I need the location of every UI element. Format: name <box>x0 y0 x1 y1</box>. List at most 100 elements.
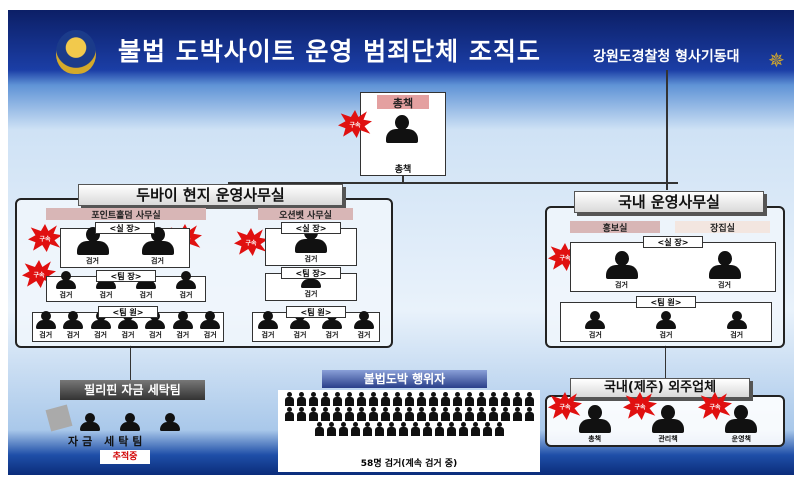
tracking-status: 추적중 <box>100 450 150 464</box>
gambler-person-icon <box>440 392 450 406</box>
person-icon <box>175 271 197 289</box>
office2-name: 오션벳 사무실 <box>258 208 353 221</box>
gambler-person-icon <box>500 407 510 421</box>
gambler-person-icon <box>350 422 360 436</box>
domestic-title: 국내 운영사무실 <box>574 191 764 213</box>
person: 검거 <box>605 251 639 290</box>
gambler-person-icon <box>512 392 522 406</box>
gambler-person-icon <box>344 407 354 421</box>
person-icon <box>199 311 221 329</box>
person-status: 검거 <box>304 255 318 263</box>
person-icon <box>257 311 279 329</box>
person-status: 검거 <box>588 331 602 339</box>
page-title: 불법 도박사이트 운영 범죄단체 조직도 <box>118 37 541 66</box>
person-icon <box>605 251 639 279</box>
boss-person <box>385 115 419 143</box>
person <box>119 413 141 431</box>
gambler-person-icon <box>374 422 384 436</box>
gambler-person-icon <box>524 407 534 421</box>
gamblers-title: 불법도박 행위자 <box>322 370 487 388</box>
gambler-person-icon <box>524 392 534 406</box>
gambler-person-icon <box>428 407 438 421</box>
person-icon <box>584 311 606 329</box>
gambler-person-icon <box>362 422 372 436</box>
person-status: 검거 <box>151 257 164 265</box>
person: 검거 <box>726 311 748 340</box>
person-status: 검거 <box>325 331 339 339</box>
person-status: 검거 <box>94 331 107 339</box>
agency-name: 강원도경찰청 형사기동대 <box>593 49 740 65</box>
gambler-person-icon <box>320 392 330 406</box>
gamblers-crowd <box>282 392 536 436</box>
gambler-person-icon <box>428 392 438 406</box>
person: 검거 <box>172 311 194 340</box>
person-status: 검거 <box>86 257 99 265</box>
org-chart-slide: 불법 도박사이트 운영 범죄단체 조직도 강원도경찰청 형사기동대 ✵ 총책 총… <box>8 10 794 475</box>
police-badge-icon <box>56 30 96 74</box>
gambler-person-icon <box>338 422 348 436</box>
person-status: 검거 <box>121 331 135 339</box>
person: 검거 <box>353 311 375 340</box>
person-status: 검거 <box>66 331 80 339</box>
gambler-person-icon <box>470 422 480 436</box>
gambler-person-icon <box>296 392 306 406</box>
person-status: 검거 <box>148 331 162 339</box>
gambler-person-icon <box>308 392 318 406</box>
gambler-person-icon <box>380 392 390 406</box>
connector <box>130 345 131 390</box>
person-status: 검거 <box>304 290 318 298</box>
person-icon <box>35 311 57 329</box>
person <box>79 413 101 431</box>
gambler-person-icon <box>356 407 366 421</box>
rank-members: 검거 <box>265 225 357 264</box>
gambler-person-icon <box>368 407 378 421</box>
gambler-person-icon <box>464 392 474 406</box>
gambler-person-icon <box>446 422 456 436</box>
gambler-person-icon <box>392 392 402 406</box>
person: 관리책 <box>651 405 685 444</box>
rank-label: <팀 원> <box>636 296 696 308</box>
gambler-person-icon <box>476 392 486 406</box>
person <box>159 413 181 431</box>
gambler-person-icon <box>284 392 294 406</box>
rank-label: <실 장> <box>281 222 341 234</box>
gambler-person-icon <box>386 422 396 436</box>
gambler-person-icon <box>482 422 492 436</box>
person-icon <box>708 251 742 279</box>
dept-2: 장집실 <box>675 221 770 234</box>
rank-label: <팀 장> <box>281 267 341 279</box>
person: 총책 <box>578 405 612 444</box>
person-icon <box>62 311 84 329</box>
person-status: 검거 <box>659 331 673 339</box>
connector <box>666 70 668 190</box>
boss-label: 총책 <box>394 165 412 175</box>
person-status: 검거 <box>176 331 190 339</box>
gambler-person-icon <box>494 422 504 436</box>
person: 검거 <box>175 271 197 300</box>
dept-pr: 홍보실 <box>570 221 660 234</box>
person-status: 관리책 <box>658 435 678 443</box>
person-icon <box>172 311 194 329</box>
person-status: 검거 <box>261 331 275 339</box>
person-icon <box>578 405 612 433</box>
gambler-person-icon <box>326 422 336 436</box>
person: 운영책 <box>724 405 758 444</box>
rank-members: 검거 <box>265 270 357 299</box>
gambler-person-icon <box>512 407 522 421</box>
person: 검거 <box>35 311 57 340</box>
gambler-person-icon <box>416 392 426 406</box>
dubai-title: 두바이 현지 운영사무실 <box>78 184 343 206</box>
gambler-person-icon <box>404 407 414 421</box>
rank-label: <실 장> <box>643 236 703 248</box>
connector <box>665 345 666 390</box>
rank-members: 검거 검거 <box>60 227 190 266</box>
gambler-person-icon <box>458 422 468 436</box>
gambler-person-icon <box>452 392 462 406</box>
person-icon <box>353 311 375 329</box>
gambler-person-icon <box>398 422 408 436</box>
